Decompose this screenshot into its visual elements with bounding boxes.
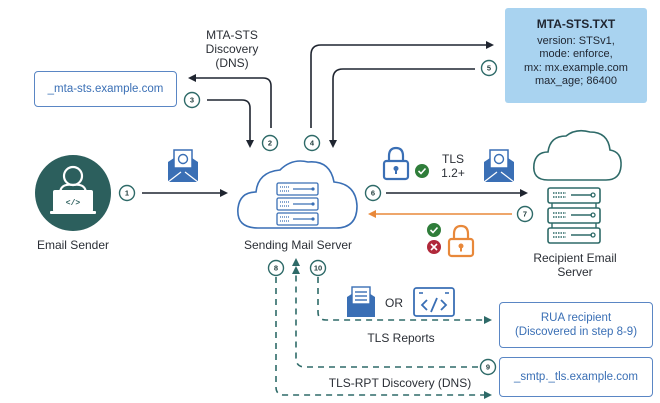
email-envelope-icon: [483, 149, 515, 183]
step-number: 6: [371, 189, 375, 198]
tls-version-label: TLS 1.2+: [436, 152, 470, 180]
mta-sts-discovery-label: MTA-STS Discovery (DNS): [196, 28, 268, 70]
padlock-warning-icon: [447, 224, 475, 258]
flow-line-4: [310, 41, 494, 128]
policy-line: mx: mx.example.com: [524, 61, 628, 74]
label-line: Discovery: [205, 42, 259, 56]
flow-line-8: [275, 277, 492, 399]
recipient-cloud-icon: [532, 129, 622, 181]
step-badge-9: 9: [479, 358, 497, 376]
label-line: Recipient Email: [533, 251, 617, 265]
step-number: 5: [487, 64, 491, 73]
step-badge-8: 8: [267, 259, 285, 277]
label-line: TLS: [441, 152, 464, 166]
step-number: 2: [268, 139, 272, 148]
recipient-server-rack-icon: [547, 187, 601, 244]
label-line: MTA-STS: [206, 28, 258, 42]
step-number: 1: [125, 189, 129, 198]
sending-server-label: Sending Mail Server: [243, 238, 353, 252]
step-badge-6: 6: [364, 184, 382, 202]
flow-line-10: [317, 277, 492, 324]
mta-sts-file-title: MTA-STS.TXT: [536, 17, 616, 31]
label-line: Server: [557, 265, 593, 279]
policy-line: max_age; 86400: [535, 75, 617, 87]
or-label: OR: [385, 296, 403, 310]
step-number: 4: [310, 139, 315, 148]
step-badge-5: 5: [480, 59, 498, 77]
step-number: 3: [190, 96, 194, 105]
report-envelope-icon: [347, 286, 375, 317]
flow-line-5: [329, 68, 475, 148]
step-badge-3: 3: [183, 91, 201, 109]
step-number: 9: [486, 363, 490, 372]
step-badge-2: 2: [261, 134, 279, 152]
step-number: 7: [523, 210, 527, 219]
check-circle-icon: [415, 164, 429, 178]
mta-sts-domain-box: _mta-sts.example.com: [34, 71, 177, 107]
sending-server-cloud-icon: [237, 160, 358, 229]
step-badge-1: 1: [118, 184, 136, 202]
email-envelope-icon: [167, 149, 199, 183]
smtp-tls-domain-text: _smtp._tls.example.com: [514, 371, 638, 383]
x-circle-icon: [427, 240, 441, 254]
step-badge-10: 10: [309, 259, 327, 277]
smtp-tls-domain-box: _smtp._tls.example.com: [499, 357, 653, 397]
svg-text:</>: </>: [66, 199, 81, 208]
arrow-up-icon: [292, 258, 300, 266]
step-number: 8: [274, 264, 278, 273]
label-line: 1.2+: [441, 166, 465, 180]
step-number: 10: [314, 264, 322, 273]
policy-line: version: STSv1,: [537, 34, 615, 47]
padlock-icon: [382, 146, 410, 181]
check-circle-icon: [427, 223, 441, 237]
recipient-server-label: Recipient Email Server: [520, 251, 630, 279]
label-line: (DNS): [215, 56, 249, 70]
email-sender-icon: </>: [35, 155, 111, 231]
step-badge-7: 7: [516, 205, 534, 223]
code-window-icon: [413, 287, 455, 317]
mta-sts-policy-file: MTA-STS.TXT version: STSv1, mode: enforc…: [505, 8, 647, 103]
mta-sts-domain-text: _mta-sts.example.com: [47, 83, 164, 95]
tls-reports-label: TLS Reports: [367, 331, 435, 345]
flow-line-9: [292, 266, 478, 368]
rua-recipient-box: RUA recipient (Discovered in step 8-9): [499, 302, 653, 348]
rua-recipient-note: (Discovered in step 8-9): [514, 326, 638, 338]
rua-recipient-title: RUA recipient: [540, 312, 612, 324]
flow-line-2: [188, 74, 272, 128]
tls-rpt-discovery-label: TLS-RPT Discovery (DNS): [328, 376, 472, 390]
email-sender-label: Email Sender: [36, 238, 110, 252]
flow-line-3: [207, 99, 254, 148]
step-badge-4: 4: [303, 134, 321, 152]
policy-line: mode: enforce,: [539, 48, 613, 60]
